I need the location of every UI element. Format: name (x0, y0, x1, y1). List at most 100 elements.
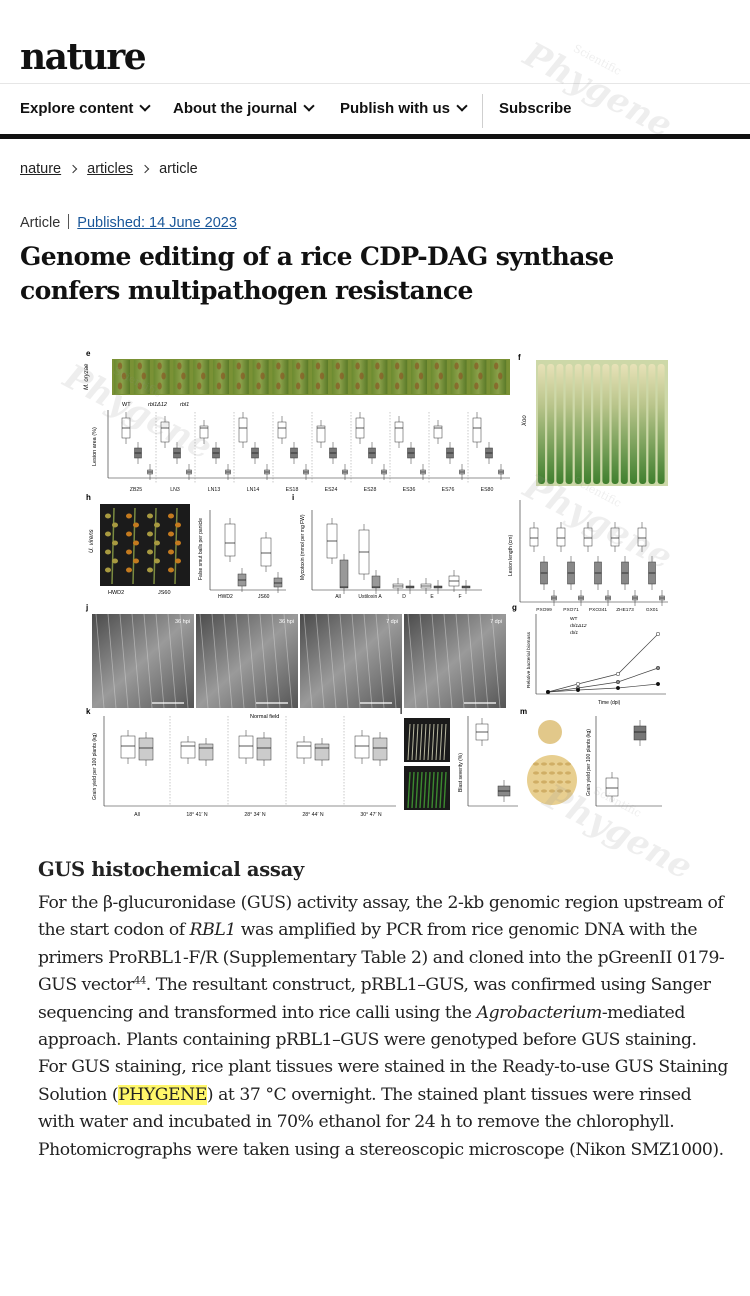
group-label: F (458, 594, 461, 600)
panel-e-boxplots (121, 412, 504, 484)
published-date-link[interactable]: Published: 14 June 2023 (77, 215, 237, 231)
box (277, 421, 287, 439)
sem-texture (283, 613, 293, 709)
y-axis-label: Relative bacterial biomass (526, 631, 532, 688)
group-label: JS60 (258, 594, 270, 600)
series-line (547, 683, 659, 693)
group-label: HWD2 (218, 594, 233, 600)
lesion-spot (260, 372, 265, 380)
plant-photo (423, 723, 427, 761)
plant-photo (427, 723, 431, 761)
data-point (575, 687, 581, 693)
sem-image (196, 614, 298, 708)
panel-m: m Grain yield per 100 plants (kg) (520, 707, 662, 807)
sem-texture (167, 613, 177, 709)
panel-f-boxplots (529, 522, 665, 606)
lesion-spot (418, 372, 424, 380)
lesion-spot (296, 362, 301, 370)
box (238, 417, 248, 443)
sem-texture (407, 613, 417, 709)
grain (168, 513, 174, 519)
leaf-photo (547, 364, 555, 484)
lesion-spot (355, 382, 360, 390)
lesion-spot (300, 372, 305, 380)
sem-image (300, 614, 402, 708)
lesion-spot (478, 372, 483, 380)
legend-rbl1: rbl1 (180, 402, 189, 408)
plant-photo (443, 723, 447, 761)
plant-photo (431, 771, 435, 809)
lesion-spot (438, 372, 443, 380)
xoo-leaf-image (538, 364, 665, 484)
lesion-spot (434, 382, 439, 390)
grain (133, 540, 139, 546)
reference-link[interactable]: 44 (133, 975, 146, 987)
grain (154, 558, 160, 564)
lesion-spot (276, 362, 281, 370)
lesion-spot (375, 362, 380, 370)
panel-letter: g (512, 603, 517, 612)
nav-about-journal[interactable]: About the journal (173, 100, 315, 117)
nav-explore-content[interactable]: Explore content (20, 100, 152, 117)
grain (557, 789, 563, 793)
sem-texture (455, 613, 465, 709)
box (394, 421, 404, 443)
sem-texture (467, 613, 477, 709)
lesion-spot (280, 372, 285, 380)
grain (549, 771, 555, 775)
nature-logo[interactable]: nature (20, 36, 147, 78)
sem-image (404, 614, 506, 708)
box (316, 425, 326, 443)
grain (126, 513, 132, 519)
breadcrumb: nature articles article (20, 161, 198, 177)
organism-name: Agrobacterium (476, 1002, 603, 1023)
lesion-spot (220, 372, 226, 380)
grain (154, 540, 160, 546)
grain (112, 522, 118, 528)
nav-publish[interactable]: Publish with us (340, 100, 468, 117)
panicle-stem (132, 507, 136, 585)
nav-subscribe[interactable]: Subscribe (499, 100, 572, 117)
nav-label: Explore content (20, 100, 134, 117)
lesion-spot (181, 372, 186, 380)
panel-l: l Blast severity (%) (400, 707, 518, 810)
isolate-label: ES28 (364, 487, 377, 493)
sem-texture (179, 613, 189, 709)
lesion-spot (177, 362, 182, 370)
group-label: All (335, 594, 341, 600)
plant-photo (415, 771, 419, 809)
plant-photo (439, 723, 443, 761)
pathogen-label: Xoo (522, 415, 528, 427)
breadcrumb-articles[interactable]: articles (87, 161, 134, 177)
grain (112, 558, 118, 564)
panel-letter: h (86, 493, 91, 502)
sem-image (92, 614, 194, 708)
isolate-label: ES76 (442, 487, 455, 493)
grain (126, 531, 132, 537)
plant-photo (415, 723, 419, 761)
data-point (615, 671, 621, 677)
sem-texture (303, 613, 313, 709)
leaf-photo (584, 364, 591, 484)
plant-photo (423, 771, 427, 809)
lesion-spot (359, 372, 364, 380)
grain (541, 762, 547, 766)
panicle-stem (111, 507, 115, 585)
breadcrumb-current: article (159, 161, 198, 177)
isolate-label: LN14 (247, 487, 260, 493)
plant-photo (435, 723, 439, 761)
nav-label: Publish with us (340, 100, 451, 117)
sem-texture (199, 613, 209, 709)
box (314, 743, 330, 761)
legend-wt: WT (570, 616, 578, 622)
lesion-spot (414, 362, 420, 370)
strain-label: PXO99 (536, 607, 552, 613)
strain-label: PXO71 (563, 607, 579, 613)
breadcrumb-nature[interactable]: nature (20, 161, 62, 177)
article-figure[interactable]: e M. oryzae WT rbl1Δ12 rbl1 Lesion area … (78, 348, 670, 822)
grain (549, 780, 555, 784)
leaf-photo (556, 364, 564, 484)
lesion-spot (454, 362, 459, 370)
